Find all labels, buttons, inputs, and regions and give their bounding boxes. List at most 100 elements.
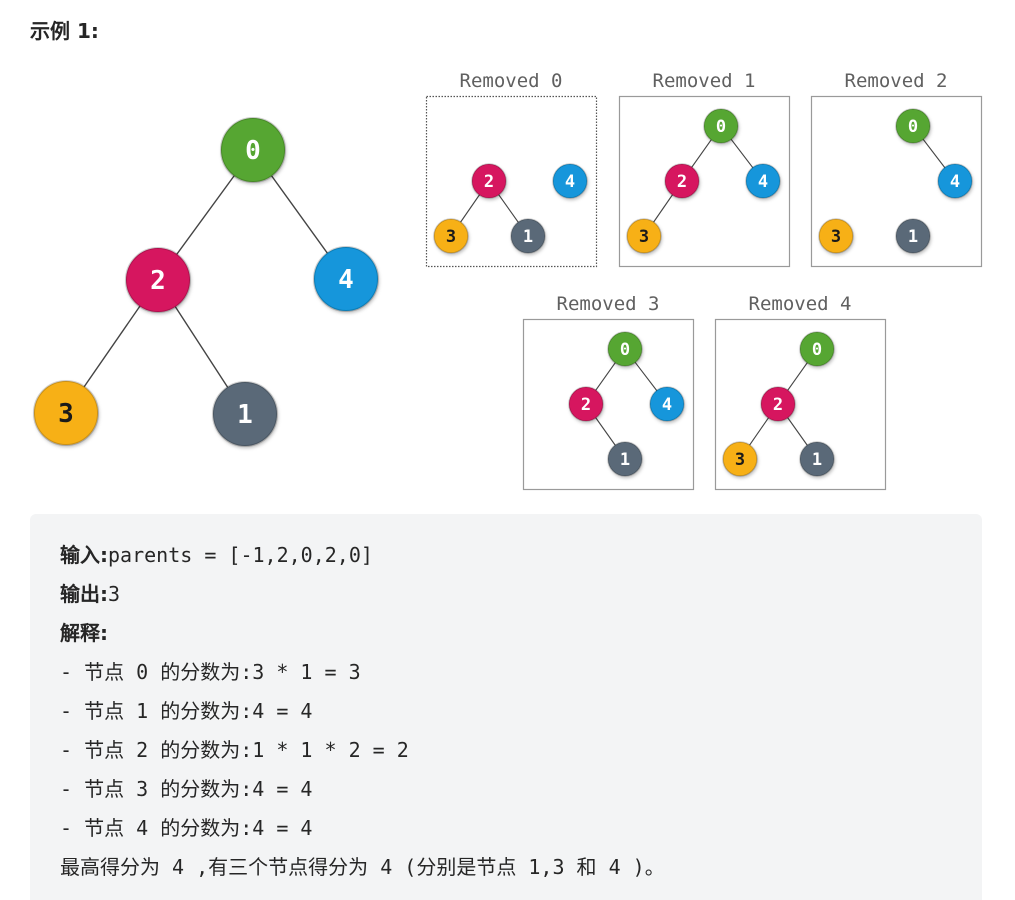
node-circle bbox=[552, 163, 588, 199]
node-label: 3 bbox=[831, 227, 841, 247]
output-label: 输出: bbox=[60, 582, 108, 606]
node-label: 0 bbox=[716, 117, 726, 137]
node-label: 3 bbox=[58, 399, 74, 429]
node-label: 4 bbox=[662, 395, 672, 415]
node-label: 2 bbox=[773, 395, 783, 415]
node-circle bbox=[220, 117, 286, 183]
input-label: 输入: bbox=[60, 543, 108, 567]
node-label: 3 bbox=[446, 227, 456, 247]
panel-caption: Removed 1 bbox=[653, 70, 756, 92]
main-tree-diagram: 0 1 2 3 4 bbox=[33, 117, 379, 447]
tree-node-3: 3 bbox=[33, 380, 99, 446]
panel-caption: Removed 2 bbox=[845, 70, 948, 92]
panel-node-1: 1 bbox=[510, 218, 546, 254]
explanation-line: - 节点 0 的分数为:3 * 1 = 3 bbox=[60, 660, 361, 684]
removed-panel-1: Removed 1 0 2 4 3 bbox=[618, 70, 791, 268]
node-circle bbox=[313, 246, 379, 312]
panel-caption: Removed 4 bbox=[749, 293, 852, 315]
panel-node-3: 3 bbox=[626, 218, 662, 254]
node-circle bbox=[895, 218, 931, 254]
node-label: 4 bbox=[338, 265, 354, 295]
removed-panel-2: Removed 2 0 4 3 1 bbox=[810, 70, 983, 268]
panel-node-0: 0 bbox=[703, 108, 739, 144]
panel-node-0: 0 bbox=[895, 108, 931, 144]
explanation-label-line: 解释: bbox=[60, 614, 982, 653]
node-label: 2 bbox=[581, 395, 591, 415]
node-circle bbox=[745, 163, 781, 199]
node-label: 1 bbox=[908, 227, 918, 247]
explanation-line: - 节点 2 的分数为:1 * 1 * 2 = 2 bbox=[60, 738, 409, 762]
node-label: 3 bbox=[639, 227, 649, 247]
panel-node-0: 0 bbox=[799, 331, 835, 367]
node-label: 0 bbox=[620, 340, 630, 360]
node-circle bbox=[125, 247, 191, 313]
node-label: 3 bbox=[735, 450, 745, 470]
summary-line: 最高得分为 4 ,有三个节点得分为 4 (分别是节点 1,3 和 4 )。 bbox=[60, 855, 665, 879]
node-label: 1 bbox=[237, 400, 253, 430]
node-label: 0 bbox=[245, 136, 261, 166]
node-circle bbox=[799, 441, 835, 477]
node-circle bbox=[212, 381, 278, 447]
panel-node-0: 0 bbox=[607, 331, 643, 367]
tree-node-1: 1 bbox=[212, 381, 278, 447]
node-circle bbox=[607, 441, 643, 477]
removed-panel-0: Removed 0 2 4 3 1 bbox=[425, 70, 598, 268]
panel-node-3: 3 bbox=[433, 218, 469, 254]
panel-node-1: 1 bbox=[799, 441, 835, 477]
removed-panel-3: Removed 3 0 2 4 1 bbox=[522, 293, 695, 491]
node-circle bbox=[626, 218, 662, 254]
node-circle bbox=[649, 386, 685, 422]
tree-node-2: 2 bbox=[125, 247, 191, 313]
node-circle bbox=[471, 163, 507, 199]
node-circle bbox=[607, 331, 643, 367]
node-circle bbox=[703, 108, 739, 144]
tree-node-4: 4 bbox=[313, 246, 379, 312]
node-circle bbox=[722, 441, 758, 477]
node-label: 1 bbox=[620, 450, 630, 470]
removed-panel-4: Removed 4 0 2 3 1 bbox=[714, 293, 887, 491]
panel-caption: Removed 3 bbox=[557, 293, 660, 315]
node-label: 4 bbox=[758, 172, 768, 192]
node-circle bbox=[818, 218, 854, 254]
node-label: 1 bbox=[523, 227, 533, 247]
node-circle bbox=[937, 163, 973, 199]
panel-node-2: 2 bbox=[471, 163, 507, 199]
panel-node-1: 1 bbox=[895, 218, 931, 254]
output-value: 3 bbox=[108, 582, 121, 606]
node-label: 1 bbox=[812, 450, 822, 470]
node-label: 2 bbox=[677, 172, 687, 192]
node-circle bbox=[433, 218, 469, 254]
node-label: 0 bbox=[908, 117, 918, 137]
node-label: 2 bbox=[484, 172, 494, 192]
panel-node-3: 3 bbox=[818, 218, 854, 254]
node-label: 0 bbox=[812, 340, 822, 360]
panel-node-4: 4 bbox=[649, 386, 685, 422]
node-circle bbox=[760, 386, 796, 422]
node-circle bbox=[664, 163, 700, 199]
example-heading: 示例 1: bbox=[30, 19, 99, 43]
panel-node-4: 4 bbox=[552, 163, 588, 199]
panel-node-2: 2 bbox=[664, 163, 700, 199]
panel-node-4: 4 bbox=[745, 163, 781, 199]
panel-node-2: 2 bbox=[760, 386, 796, 422]
node-label: 4 bbox=[950, 172, 960, 192]
panel-node-4: 4 bbox=[937, 163, 973, 199]
node-label: 2 bbox=[150, 266, 166, 296]
example-code-block: 输入:parents = [-1,2,0,2,0] 输出:3 解释: - 节点 … bbox=[30, 514, 982, 900]
node-circle bbox=[510, 218, 546, 254]
node-circle bbox=[799, 331, 835, 367]
output-line: 输出:3 bbox=[60, 575, 982, 614]
input-line: 输入:parents = [-1,2,0,2,0] bbox=[60, 536, 982, 575]
explanation-line: - 节点 3 的分数为:4 = 4 bbox=[60, 777, 313, 801]
node-circle bbox=[33, 380, 99, 446]
tree-node-0: 0 bbox=[220, 117, 286, 183]
explanation-label: 解释: bbox=[60, 621, 108, 645]
panel-node-3: 3 bbox=[722, 441, 758, 477]
node-circle bbox=[568, 386, 604, 422]
input-value: parents = [-1,2,0,2,0] bbox=[108, 543, 373, 567]
explanation-line: - 节点 4 的分数为:4 = 4 bbox=[60, 816, 313, 840]
panel-caption: Removed 0 bbox=[460, 70, 563, 92]
explanation-line: - 节点 1 的分数为:4 = 4 bbox=[60, 699, 313, 723]
